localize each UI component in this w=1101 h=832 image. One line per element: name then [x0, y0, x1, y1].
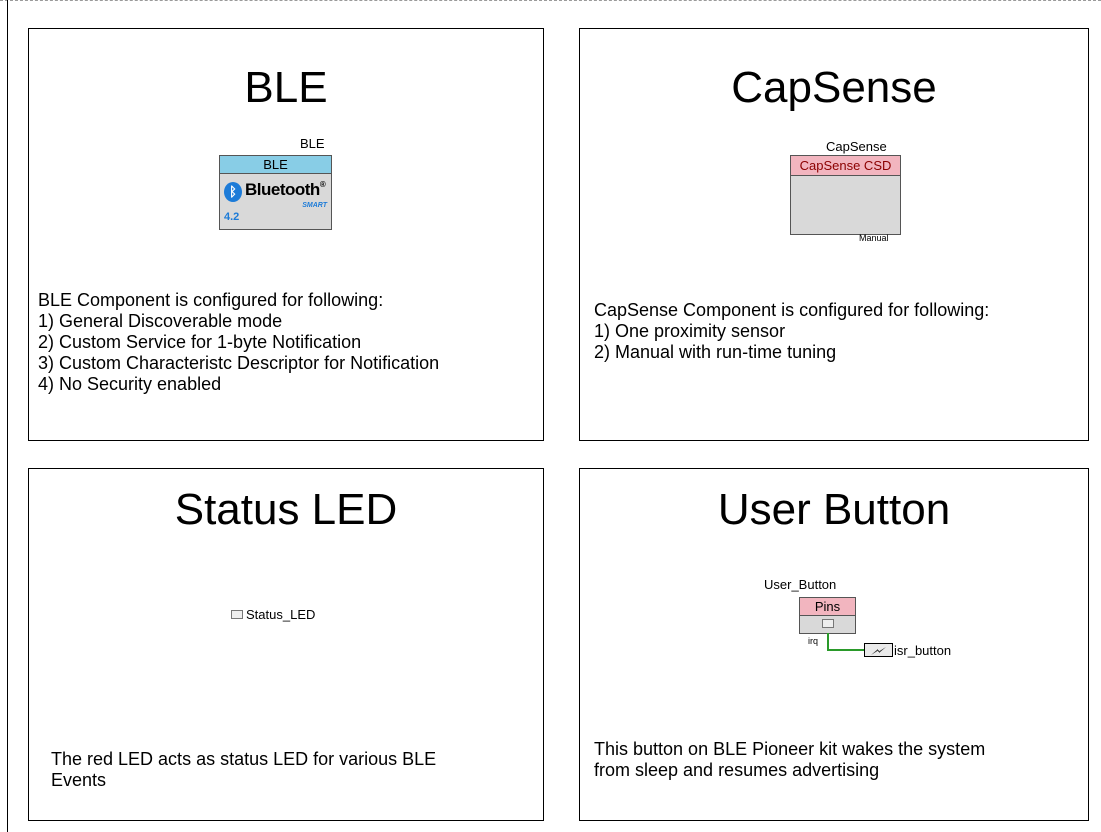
bluetooth-wordmark: Bluetooth [245, 180, 320, 199]
panel-status-led: Status LED [28, 468, 544, 821]
pin-icon [231, 610, 243, 619]
capsense-component[interactable]: CapSense CSD [790, 155, 901, 235]
bluetooth-version: 4.2 [224, 211, 240, 223]
irq-terminal-label: irq [808, 636, 819, 646]
ble-instance-name: BLE [300, 136, 325, 151]
pins-component-header: Pins [800, 598, 855, 616]
pin-icon [822, 619, 834, 628]
panel-title: User Button [717, 485, 951, 534]
sheet-top-border [0, 0, 1101, 1]
capsense-description: CapSense Component is configured for fol… [594, 300, 990, 362]
registered-mark: ® [319, 180, 326, 189]
panel-title: BLE [244, 63, 328, 112]
lightning-icon [871, 647, 886, 655]
ble-component[interactable]: BLE ᛒ Bluetooth® SMART 4.2 [219, 155, 332, 230]
irq-wire [827, 633, 829, 650]
isr-button-label[interactable]: isr_button [894, 643, 952, 658]
ble-component-header: BLE [220, 156, 331, 174]
panel-title: CapSense [731, 63, 937, 112]
bluetooth-smart-label: SMART [302, 202, 327, 209]
status-led-pin-label[interactable]: Status_LED [246, 607, 316, 622]
panel-user-button: User Button [579, 468, 1089, 821]
user-button-description: This button on BLE Pioneer kit wakes the… [594, 739, 986, 780]
user-button-instance-name: User_Button [764, 577, 837, 592]
panel-ble: BLE [28, 28, 544, 441]
ble-description: BLE Component is configured for followin… [38, 290, 440, 394]
capsense-instance-name: CapSense [826, 139, 887, 154]
status-led-description: The red LED acts as status LED for vario… [51, 749, 437, 790]
panel-title: Status LED [174, 485, 398, 534]
capsense-mode-label: Manual [859, 233, 889, 243]
capsense-component-header: CapSense CSD [791, 156, 900, 176]
interrupt-icon[interactable] [864, 643, 893, 657]
sheet-left-border [7, 0, 8, 832]
bluetooth-icon: ᛒ [224, 182, 242, 202]
user-button-pins-component[interactable]: Pins [799, 597, 856, 634]
bluetooth-logo-text: Bluetooth® [245, 180, 326, 200]
irq-wire [827, 649, 864, 651]
